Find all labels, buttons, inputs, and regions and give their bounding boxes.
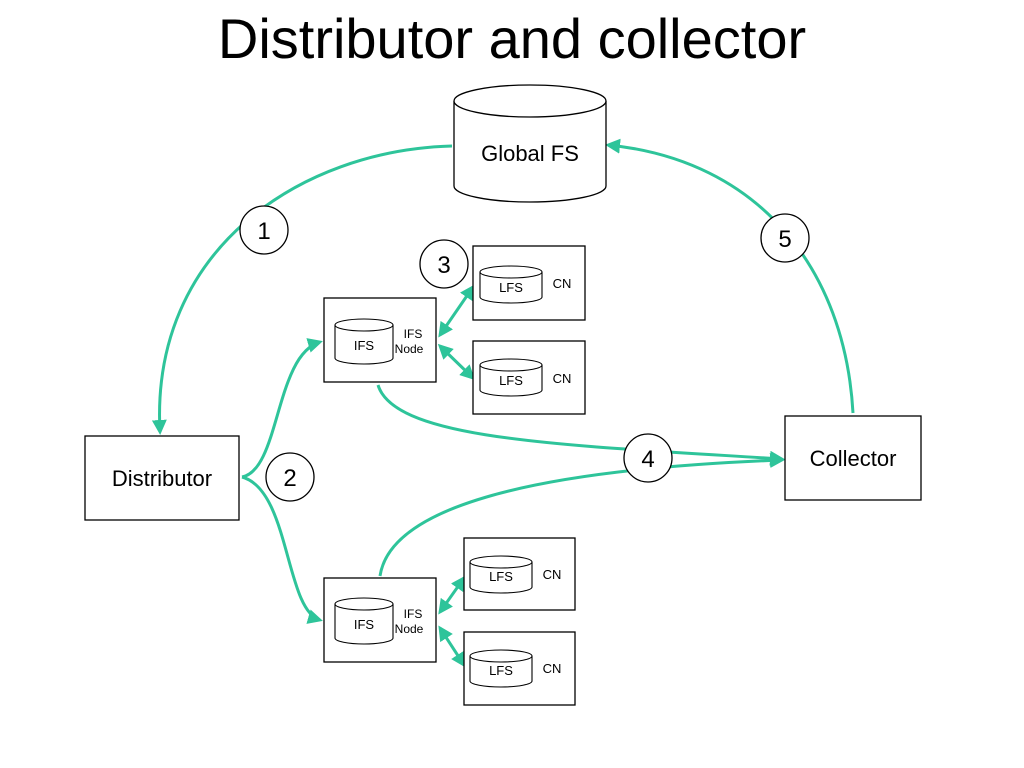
cn-node-3-label: CN (543, 567, 562, 582)
cn-node-2: LFS CN (472, 340, 586, 415)
ifs-node-top-label-line1: IFS (404, 327, 423, 341)
svg-text:2: 2 (283, 465, 296, 492)
cn-node-3: LFS CN (463, 537, 576, 611)
cn-node-4-label: CN (543, 661, 562, 676)
global-fs-cylinder: Global FS (453, 84, 607, 203)
cn-node-1: LFS CN (472, 245, 586, 321)
ifs-disk-top-icon (334, 318, 394, 365)
arrow-ifs-top-to-collector (376, 384, 785, 466)
lfs-disk-4-label: LFS (489, 663, 513, 678)
ifs-disk-bottom-label: IFS (354, 617, 375, 632)
global-fs-label: Global FS (481, 141, 579, 166)
lfs-disk-1-label: LFS (499, 280, 523, 295)
arrow-ifs-top-to-cn2 (437, 343, 476, 381)
ifs-node-bottom-label-line2: Node (395, 622, 424, 636)
page-title: Distributor and collector (217, 7, 807, 70)
arrow-ifs-bottom-to-collector (378, 452, 785, 577)
arrow-global-to-distributor (151, 144, 453, 435)
step-badge-2: 2 (265, 452, 315, 502)
step-badge-3: 3 (419, 239, 469, 289)
lfs-disk-3-icon (469, 555, 533, 594)
cn-node-1-label: CN (553, 276, 572, 291)
step-badge-4: 4 (623, 433, 673, 483)
ifs-node-bottom-label-line1: IFS (404, 607, 423, 621)
arrow-ifs-bottom-to-cn3 (438, 575, 466, 615)
arrow-collector-to-global (605, 138, 855, 414)
collector-label: Collector (810, 446, 897, 471)
svg-text:4: 4 (641, 446, 654, 473)
collector-box: Collector (784, 415, 922, 501)
distributor-box: Distributor (84, 435, 240, 521)
cn-node-4: LFS CN (463, 631, 576, 706)
distributor-label: Distributor (112, 466, 212, 491)
cn-node-2-label: CN (553, 371, 572, 386)
ifs-disk-top-label: IFS (354, 338, 375, 353)
ifs-node-top-label-line2: Node (395, 342, 424, 356)
arrow-distributor-to-ifs-top (241, 338, 323, 479)
arrow-ifs-bottom-to-cn4 (438, 625, 466, 668)
svg-text:3: 3 (437, 252, 450, 279)
lfs-disk-2-icon (479, 358, 543, 397)
arrow-distributor-to-ifs-bottom (241, 475, 323, 624)
lfs-disk-3-label: LFS (489, 569, 513, 584)
step-badge-5: 5 (760, 213, 810, 263)
lfs-disk-4-icon (469, 649, 533, 688)
ifs-node-bottom: IFS IFS Node (323, 577, 437, 663)
ifs-node-top: IFS IFS Node (323, 297, 437, 383)
ifs-disk-bottom-icon (334, 597, 394, 645)
svg-text:5: 5 (778, 226, 791, 253)
svg-text:1: 1 (257, 218, 270, 245)
lfs-disk-1-icon (479, 265, 543, 304)
step-badge-1: 1 (239, 205, 289, 255)
arrow-ifs-top-to-cn1 (438, 284, 475, 338)
lfs-disk-2-label: LFS (499, 373, 523, 388)
